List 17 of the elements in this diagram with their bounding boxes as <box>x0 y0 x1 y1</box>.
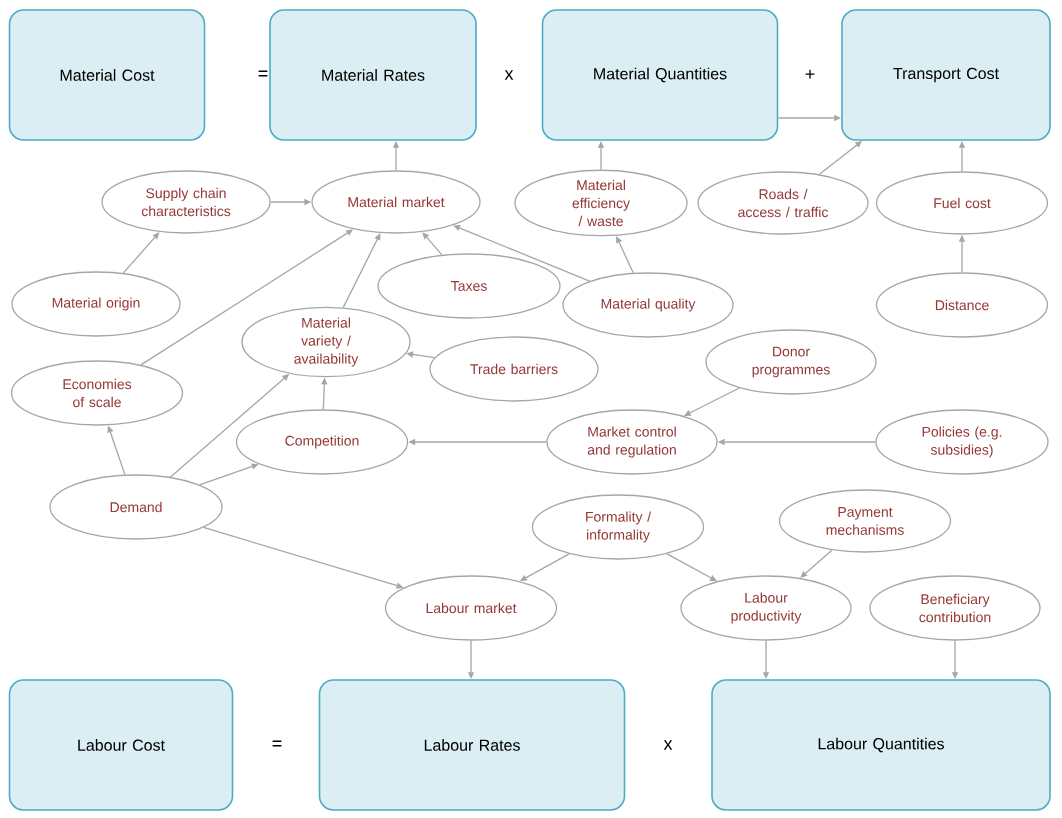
cost-box: Labour Rates <box>318 679 626 811</box>
operator-symbol: = <box>258 70 268 77</box>
cost-box: Transport Cost <box>841 9 1051 141</box>
operator-symbol: x <box>504 70 514 80</box>
arrow <box>800 549 833 578</box>
operator-symbol: = <box>272 740 282 747</box>
cost-box: Labour Quantities <box>711 679 1051 811</box>
arrow <box>666 553 717 582</box>
cost-box: Material Rates <box>269 9 477 141</box>
cost-box: Material Cost <box>8 9 206 141</box>
cost-box: Labour Cost <box>8 679 234 811</box>
operator-symbol: x <box>663 740 673 750</box>
operator-symbol: + <box>805 69 815 79</box>
arrow <box>122 232 160 274</box>
cost-box: Material Quantities <box>541 9 779 141</box>
arrow <box>422 232 443 256</box>
arrow <box>342 233 381 309</box>
